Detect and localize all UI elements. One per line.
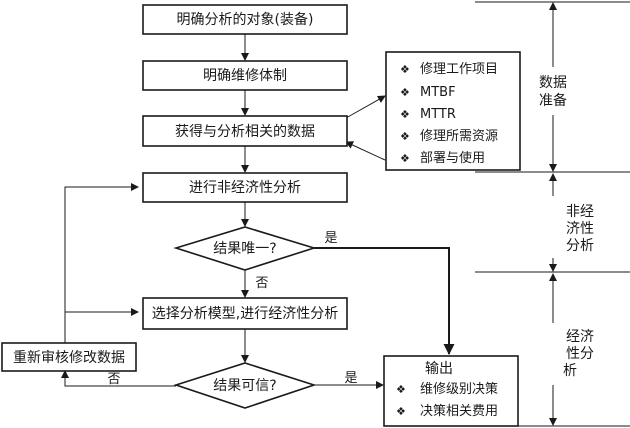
data-box-item: ❖ MTTR — [400, 107, 456, 122]
output-box: 输出 ❖ 维修级别决策 ❖ 决策相关费用 — [383, 355, 519, 427]
output-box-item-label: 维修级别决策 — [420, 381, 498, 397]
phase-label-line: 经济 — [566, 329, 594, 345]
data-box-item-label: 修理所需资源 — [420, 129, 498, 144]
bullet-icon: ❖ — [400, 130, 410, 143]
output-box-title: 输出 — [425, 361, 453, 377]
step-get-data: 获得与分析相关的数据 — [142, 115, 348, 147]
output-box-item: ❖ 维修级别决策 — [396, 381, 498, 397]
connector-unique-yes-to-output — [314, 247, 455, 355]
step-label: 进行非经济性分析 — [189, 180, 301, 196]
data-box-item-label: MTTR — [420, 107, 456, 122]
edge-label-unique-yes: 是 — [324, 231, 337, 246]
phase-label-line: 数据 — [539, 75, 567, 91]
step-define-object: 明确分析的对象(装备) — [142, 4, 348, 35]
phase-label-non-economic: 非经 济性 分析 — [566, 204, 594, 254]
phase-label-line: 济性 — [566, 221, 594, 237]
decision-unique: 结果唯一? — [173, 226, 317, 271]
phase-label-line: 性分 — [566, 346, 594, 362]
data-box-item: ❖ 修理所需资源 — [400, 129, 498, 144]
phase-label-line: 准备 — [539, 92, 567, 109]
data-box-item-label: MTBF — [420, 85, 456, 100]
step-label: 获得与分析相关的数据 — [175, 123, 315, 140]
data-box-item: ❖ MTBF — [400, 85, 456, 100]
decision-label: 结果唯一? — [213, 241, 276, 257]
data-box-item-label: 部署与使用 — [420, 150, 485, 166]
data-box-item-label: 修理工作项目 — [420, 62, 498, 77]
decision-label: 结果可信? — [213, 378, 276, 394]
step-review: 重新审核修改数据 — [1, 342, 137, 372]
connector-databox-to-data — [345, 141, 386, 161]
step-non-economic: 进行非经济性分析 — [142, 172, 348, 203]
step-define-system: 明确维修体制 — [142, 60, 348, 91]
output-box-item: ❖ 决策相关费用 — [396, 403, 498, 419]
connector-credible-no-to-review — [61, 370, 176, 387]
bullet-icon: ❖ — [400, 108, 410, 121]
step-select-model: 选择分析模型,进行经济性分析 — [142, 297, 348, 330]
bullet-icon: ❖ — [400, 86, 410, 99]
step-label: 选择分析模型,进行经济性分析 — [152, 306, 338, 322]
bullet-icon: ❖ — [396, 405, 406, 418]
output-box-item-label: 决策相关费用 — [420, 403, 498, 419]
edge-label-unique-no: 否 — [255, 276, 268, 291]
phase-label-line: 分析 — [566, 238, 594, 254]
edge-label-credible-yes: 是 — [344, 371, 357, 386]
decision-credible: 结果可信? — [173, 362, 317, 409]
step-label: 明确分析的对象(装备) — [177, 11, 314, 28]
connector-data-to-databox — [345, 95, 386, 119]
bullet-icon: ❖ — [396, 383, 406, 396]
bullet-icon: ❖ — [400, 152, 410, 165]
edge-label-credible-no: 否 — [107, 372, 120, 387]
bullet-icon: ❖ — [400, 63, 410, 76]
data-box: ❖ 修理工作项目 ❖ MTBF ❖ MTTR ❖ 修理所需资源 ❖ 部署与使用 — [385, 51, 521, 171]
step-label: 明确维修体制 — [203, 68, 287, 84]
connector-review-to-non-economic — [64, 183, 139, 343]
data-box-item: ❖ 修理工作项目 — [400, 62, 498, 77]
phase-label-economic: 经济 性分 析 — [563, 329, 594, 379]
data-box-item: ❖ 部署与使用 — [400, 150, 485, 166]
phase-label-line: 析 — [563, 363, 577, 379]
phase-label-data-prep: 数据 准备 — [539, 75, 567, 109]
step-label: 重新审核修改数据 — [13, 350, 125, 366]
phase-label-line: 非经 — [566, 204, 594, 220]
